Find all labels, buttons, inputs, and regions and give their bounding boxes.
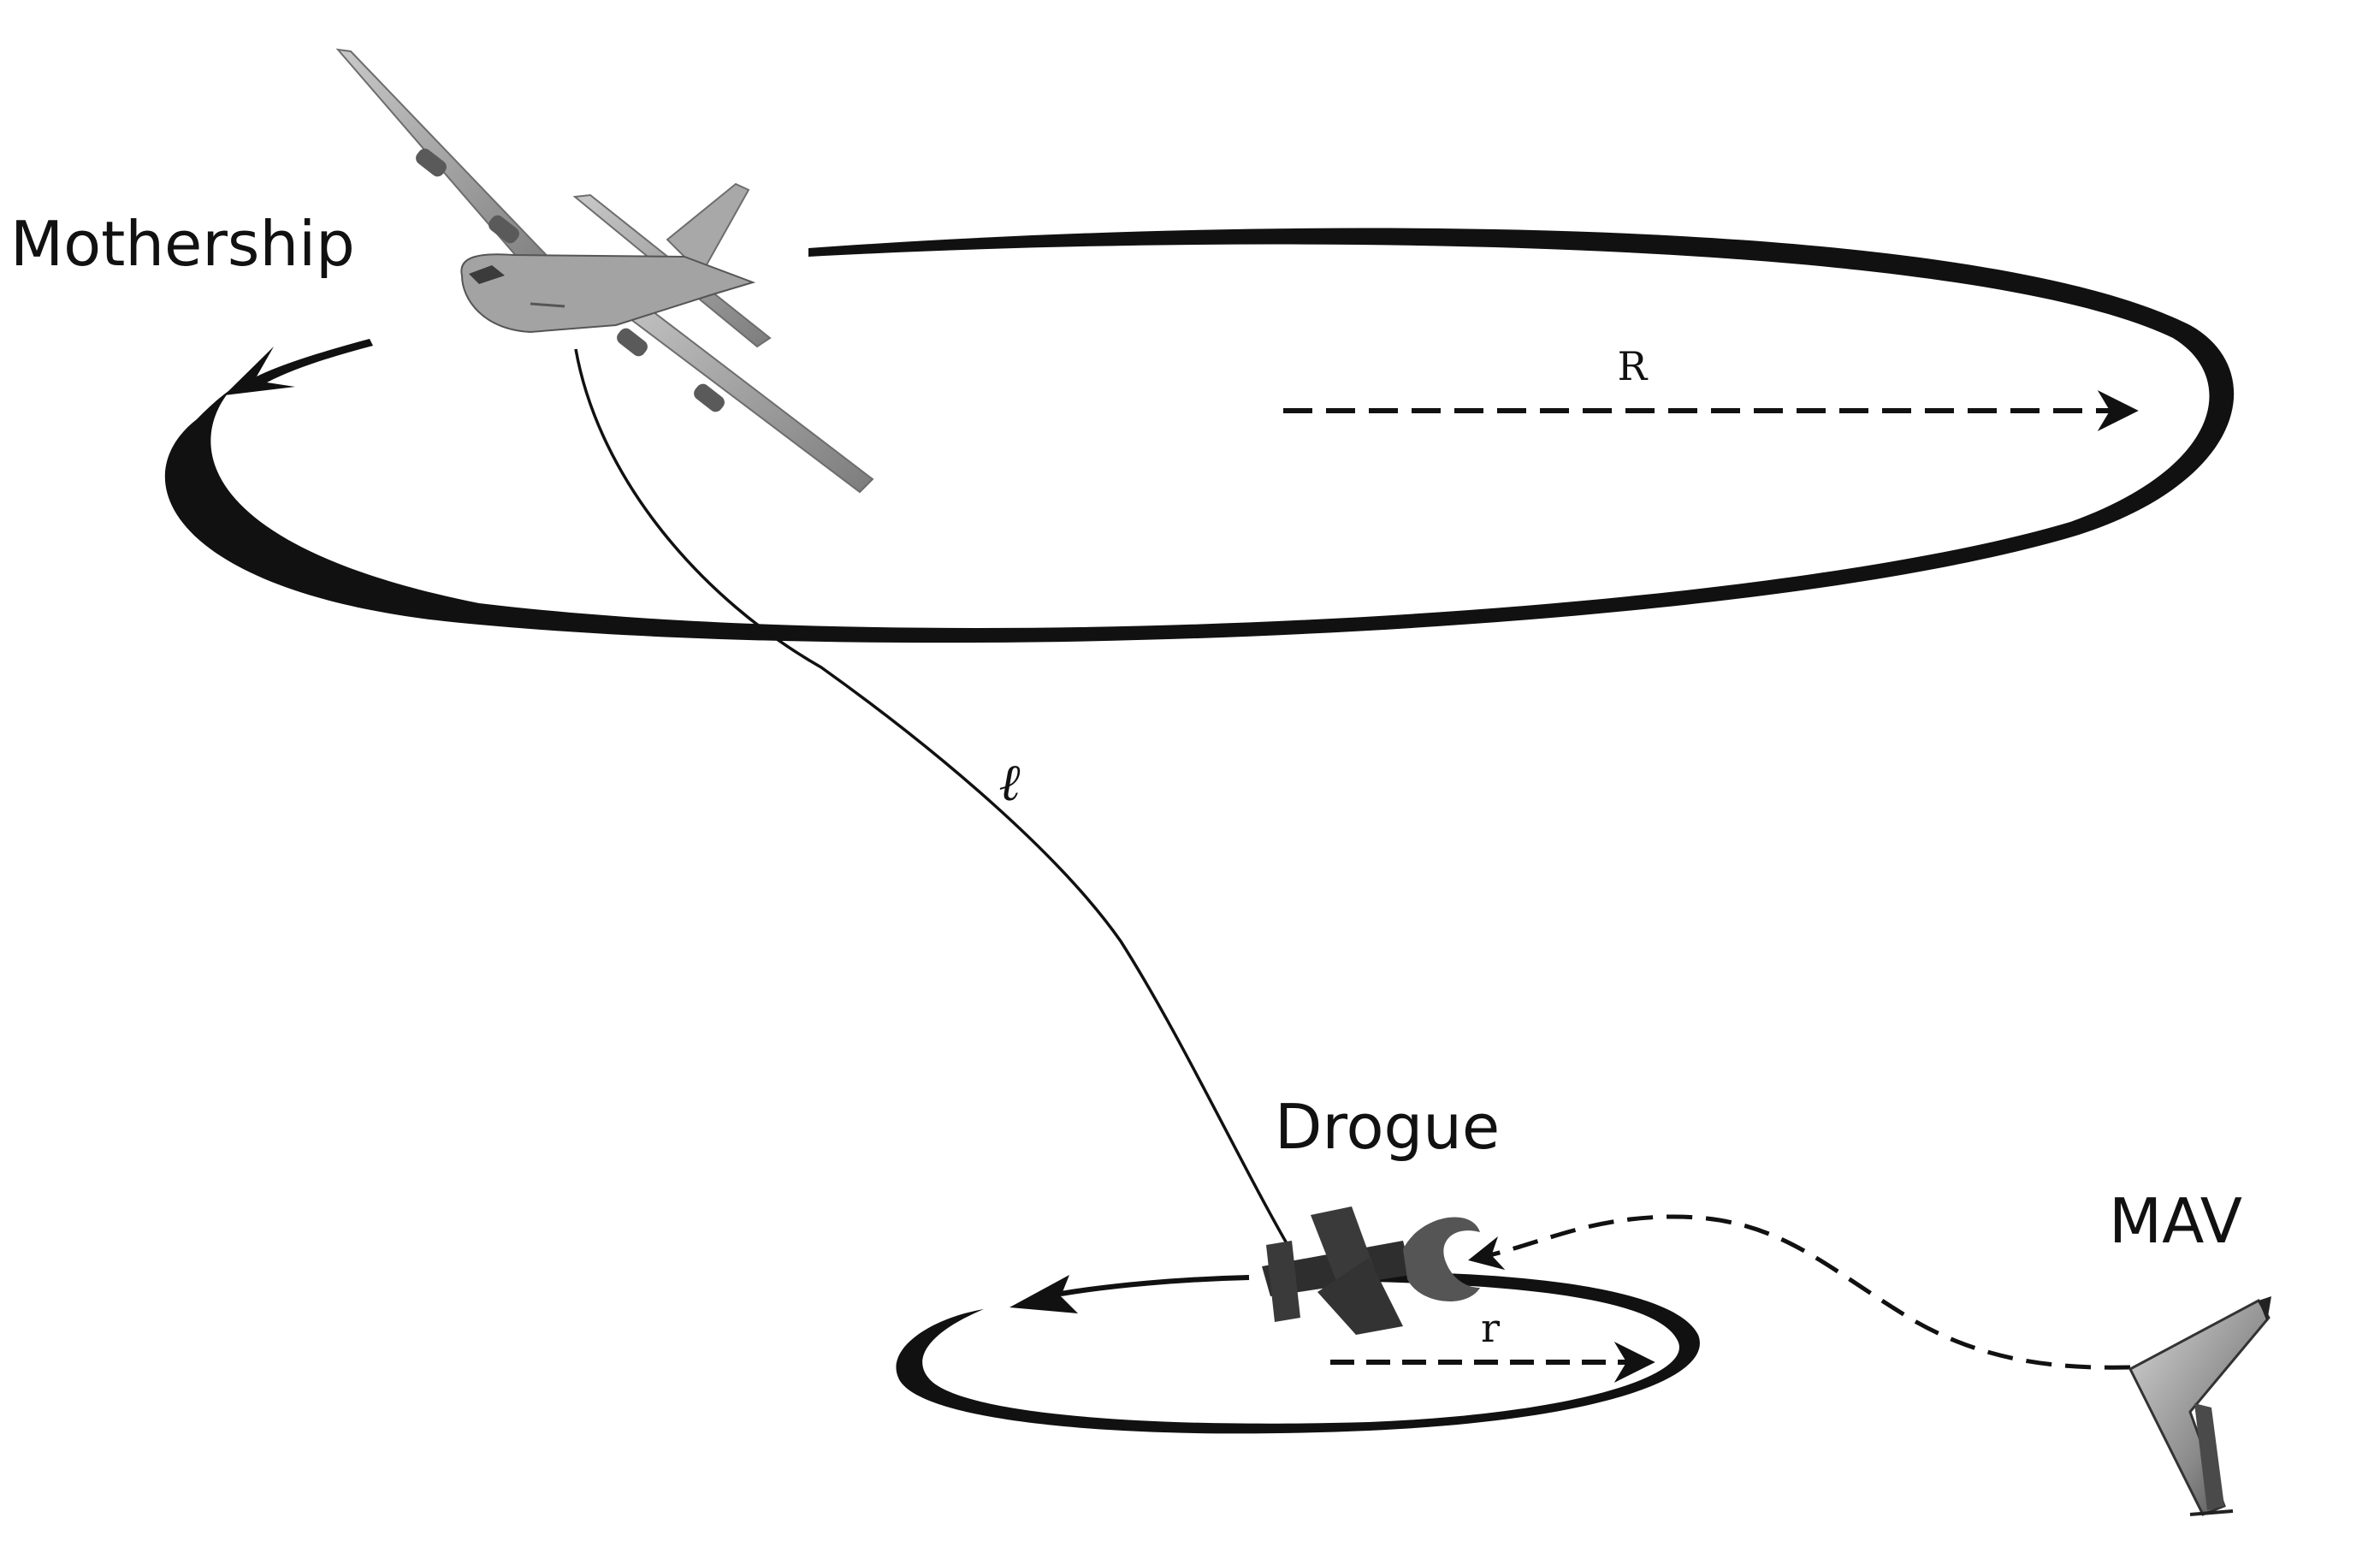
big-radius-label: R: [1618, 343, 1649, 389]
mav-approach-path: [1468, 1214, 2131, 1370]
mav-aircraft-icon: [2128, 1296, 2271, 1516]
orbit-direction-arrow-icon: [224, 339, 373, 395]
tow-cable: [574, 348, 1292, 1250]
small-radius-label: r: [1481, 1305, 1500, 1351]
mothership-aircraft-icon: [335, 48, 874, 494]
drogue-label: Drogue: [1275, 1091, 1500, 1163]
drogue-orbit-arrow-icon: [1009, 1275, 1078, 1313]
mav-label: MAV: [2109, 1185, 2242, 1257]
drogue-orbit: [896, 1271, 1700, 1434]
mothership-label: Mothership: [10, 208, 355, 280]
drogue-icon: [1262, 1206, 1480, 1335]
mothership-orbit: [164, 228, 2235, 643]
cable-length-label: ℓ: [999, 753, 1021, 813]
